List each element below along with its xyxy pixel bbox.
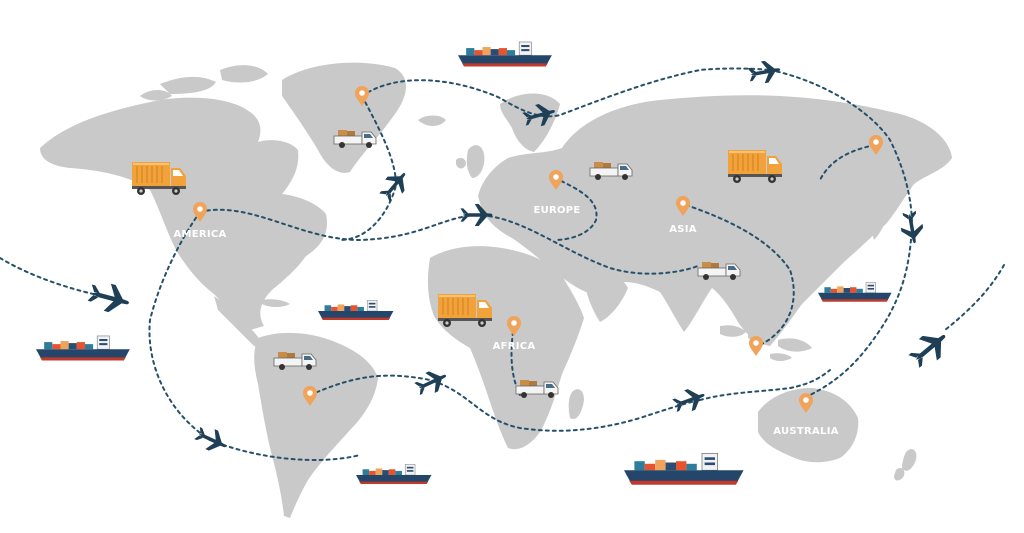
cargo-ship-icon bbox=[355, 463, 432, 485]
route-line bbox=[944, 264, 1005, 331]
airplane-icon bbox=[192, 423, 231, 457]
cargo-ship-icon bbox=[623, 452, 745, 486]
region-labels: AMERICA EUROPE ASIA AFRICA AUSTRALIA bbox=[173, 205, 838, 437]
airplane-icon bbox=[904, 324, 955, 373]
region-label-america: AMERICA bbox=[173, 229, 226, 240]
route-line bbox=[361, 67, 771, 118]
cargo-ship-icon bbox=[317, 299, 394, 321]
cargo-ship-icon bbox=[457, 41, 553, 67]
route-line bbox=[199, 208, 476, 242]
route-line bbox=[148, 211, 211, 441]
region-label-europe: EUROPE bbox=[533, 205, 580, 216]
south-america-land bbox=[254, 332, 378, 518]
route-line bbox=[474, 214, 701, 275]
route-line bbox=[685, 204, 795, 346]
route-line bbox=[309, 374, 701, 432]
region-label-australia: AUSTRALIA bbox=[773, 426, 839, 437]
cargo-ship-icon bbox=[35, 335, 131, 361]
north-america-land bbox=[40, 97, 328, 330]
region-label-africa: AFRICA bbox=[493, 341, 536, 352]
landmasses bbox=[40, 62, 952, 518]
shipping-routes bbox=[0, 67, 1005, 461]
australia-land bbox=[758, 388, 859, 463]
airplane-icon bbox=[375, 166, 414, 205]
region-label-asia: ASIA bbox=[669, 224, 697, 235]
route-line bbox=[554, 177, 598, 241]
airplane-icon bbox=[86, 279, 133, 317]
location-pin-icon bbox=[749, 336, 763, 356]
greenland-land bbox=[282, 62, 407, 173]
airplane-icon bbox=[412, 365, 451, 399]
cargo-ship-icon bbox=[817, 281, 892, 303]
route-line bbox=[819, 144, 876, 181]
route-line bbox=[339, 95, 398, 241]
route-line bbox=[699, 369, 831, 401]
